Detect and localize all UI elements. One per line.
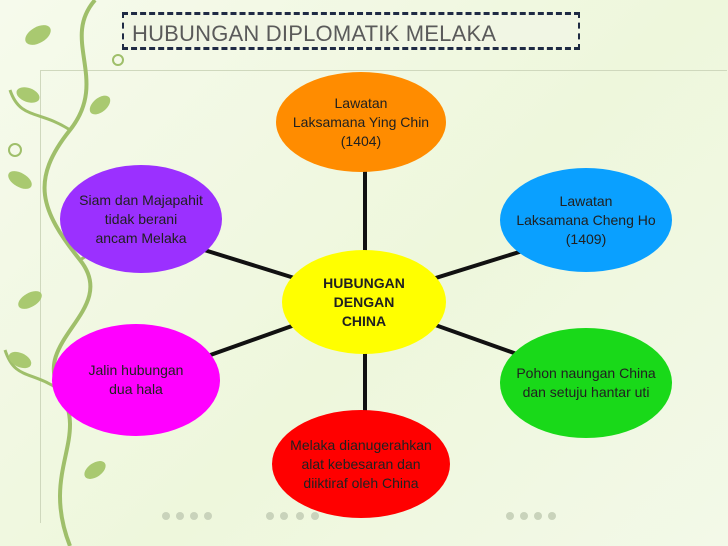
node-top-left: Siam dan Majapahit tidak berani ancam Me… [60,165,222,273]
node-bottom: Melaka dianugerahkan alat kebesaran dan … [272,410,450,518]
node-bottom-left: Jalin hubungan dua hala [52,324,220,436]
center-node: HUBUNGAN DENGAN CHINA [282,250,446,354]
node-top-right: Lawatan Laksamana Cheng Ho (1409) [500,168,672,272]
title-box: HUBUNGAN DIPLOMATIK MELAKA [122,12,580,50]
node-top: Lawatan Laksamana Ying Chin (1404) [276,72,446,172]
diagram-title: HUBUNGAN DIPLOMATIK MELAKA [132,21,497,46]
node-bottom-right: Pohon naungan China dan setuju hantar ut… [500,328,672,438]
dots-decoration-icon [162,512,556,520]
